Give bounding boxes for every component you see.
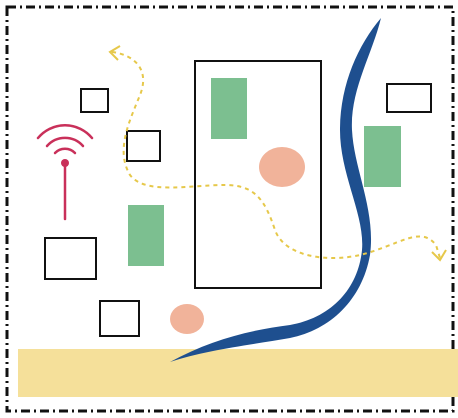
small-box-3 — [386, 83, 432, 113]
wifi-antenna-icon — [36, 124, 94, 221]
small-box-2 — [126, 130, 161, 162]
pink-circle-1 — [259, 147, 305, 187]
small-box-4 — [44, 237, 97, 280]
outer-frame — [5, 5, 455, 413]
small-box-1 — [80, 88, 109, 113]
river — [170, 18, 381, 362]
path-arrowhead-start — [108, 45, 121, 61]
big-building — [194, 60, 322, 289]
path-arrowhead-end — [431, 249, 447, 262]
ground-band — [18, 349, 458, 397]
green-area-1 — [211, 78, 247, 139]
pink-circle-2 — [170, 304, 204, 334]
green-area-3 — [128, 205, 164, 266]
dashed-path — [111, 51, 441, 260]
green-area-2 — [364, 126, 401, 187]
small-box-5 — [99, 300, 140, 337]
